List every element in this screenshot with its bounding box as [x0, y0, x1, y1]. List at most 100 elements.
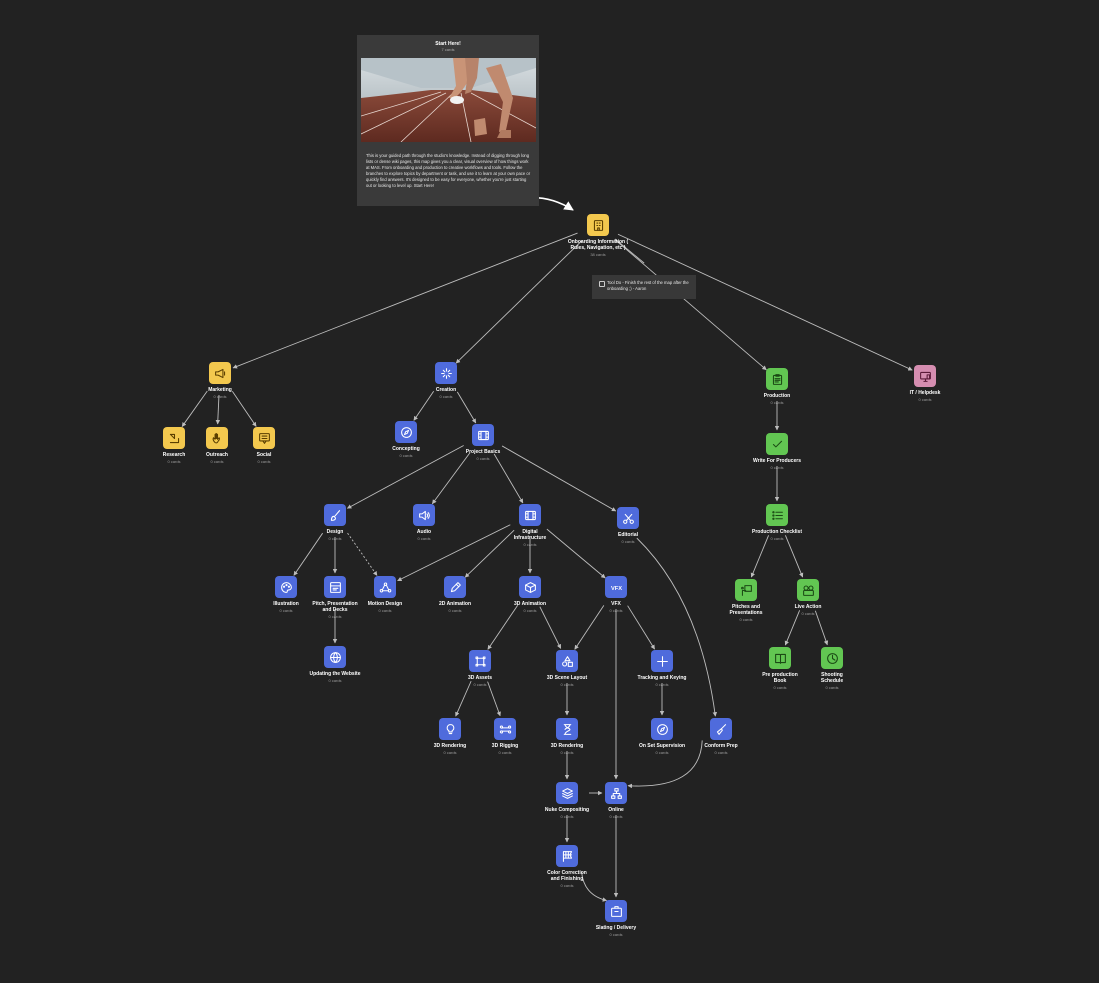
node-card-count: 0 cards	[328, 536, 342, 541]
pencil-icon[interactable]	[444, 576, 466, 598]
scissors-icon[interactable]	[617, 507, 639, 529]
node-label: Production Checklist	[751, 529, 802, 535]
film-icon[interactable]	[472, 424, 494, 446]
layers-icon[interactable]	[556, 782, 578, 804]
list-icon[interactable]	[766, 504, 788, 526]
frame-icon[interactable]	[469, 650, 491, 672]
edge-vfx-to-tracking	[627, 605, 655, 650]
node-onboarding[interactable]: Onboarding Information ( Rules, Navigati…	[563, 214, 633, 257]
brush-icon[interactable]	[324, 504, 346, 526]
speaker-icon[interactable]	[413, 504, 435, 526]
monitor-icon[interactable]	[914, 365, 936, 387]
node-label: 3D Rendering	[433, 743, 467, 749]
start-here-card[interactable]: Start Here! 7 cards	[357, 35, 539, 206]
megaphone-icon[interactable]	[209, 362, 231, 384]
hand-wave-icon[interactable]	[206, 427, 228, 449]
research-icon[interactable]	[163, 427, 185, 449]
vfx-icon[interactable]: VFX	[605, 576, 627, 598]
chat-icon[interactable]	[253, 427, 275, 449]
edge-creation-to-concepting	[413, 390, 435, 421]
check-icon[interactable]	[766, 433, 788, 455]
sparkle-icon[interactable]	[435, 362, 457, 384]
node-card-count: 0 cards	[825, 685, 839, 690]
clock-icon[interactable]	[821, 647, 843, 669]
bone-icon[interactable]	[494, 718, 516, 740]
slides-icon[interactable]	[324, 576, 346, 598]
edge-assets-3d-to-rendering-3d-a	[455, 680, 472, 717]
film-icon[interactable]	[519, 504, 541, 526]
bulb-icon[interactable]	[439, 718, 461, 740]
layout-icon[interactable]	[556, 650, 578, 672]
edge-onboarding-to-production	[614, 239, 767, 371]
svg-text:VFX: VFX	[610, 585, 621, 591]
start-card-title: Start Here!	[435, 41, 461, 47]
book-icon[interactable]	[769, 647, 791, 669]
flag-icon[interactable]	[556, 845, 578, 867]
node-label: Pre production Book	[762, 672, 798, 684]
camera-icon[interactable]	[797, 579, 819, 601]
crosshair-icon[interactable]	[651, 650, 673, 672]
node-card-count: 0 cards	[498, 750, 512, 755]
palette-icon[interactable]	[275, 576, 297, 598]
presentation-icon[interactable]	[735, 579, 757, 601]
node-label: Online	[608, 807, 624, 813]
network-icon[interactable]	[605, 782, 627, 804]
node-label: Digital Infrastructure	[513, 529, 547, 541]
todo-card[interactable]: Tool Do - Finish the rest of the map aft…	[592, 275, 696, 299]
node-card-count: 0 cards	[328, 678, 342, 683]
building-icon[interactable]	[587, 214, 609, 236]
node-card-count: 0 cards	[279, 608, 293, 613]
cube-icon[interactable]	[519, 576, 541, 598]
node-card-count: 0 cards	[560, 883, 574, 888]
clipboard-icon[interactable]	[766, 368, 788, 390]
todo-checkbox[interactable]	[599, 281, 605, 287]
eye-icon[interactable]	[651, 718, 673, 740]
edge-project-basics-to-audio	[431, 452, 471, 505]
broom-icon[interactable]	[710, 718, 732, 740]
motion-icon[interactable]	[374, 576, 396, 598]
globe-icon[interactable]	[324, 646, 346, 668]
hourglass-icon[interactable]	[556, 718, 578, 740]
compass-icon[interactable]	[395, 421, 417, 443]
package-icon[interactable]	[605, 900, 627, 922]
node-label: Write For Producers	[753, 458, 801, 464]
